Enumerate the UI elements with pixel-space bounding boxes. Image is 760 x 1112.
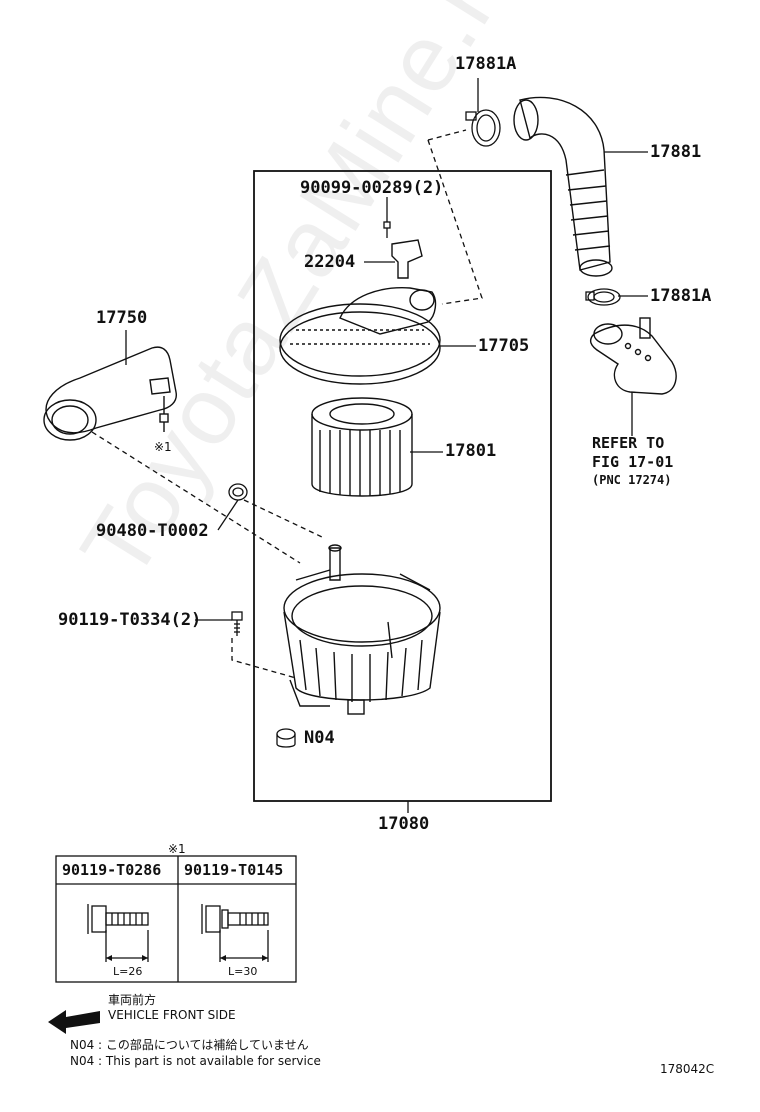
bolt-T0145-drawing bbox=[201, 904, 269, 962]
bolt-90119-T0334 bbox=[231, 611, 243, 636]
intake-duct-17750 bbox=[43, 346, 177, 441]
callout-17881A-bottom: 17881A bbox=[650, 286, 712, 306]
clamp-17881A-top bbox=[465, 109, 501, 147]
vehicle-front-arrow bbox=[48, 1010, 100, 1034]
callout-90119: 90119-T0334(2) bbox=[58, 610, 202, 630]
direction-en: VEHICLE FRONT SIDE bbox=[108, 1008, 236, 1022]
callout-22204: 22204 bbox=[304, 252, 356, 272]
callout-17705: 17705 bbox=[478, 336, 530, 356]
bolt-length-2: L=30 bbox=[228, 965, 258, 978]
assembly-frame bbox=[253, 170, 552, 802]
callout-17881A-top: 17881A bbox=[455, 54, 517, 74]
refer-line-3: (PNC 17274) bbox=[592, 473, 672, 487]
callout-90480: 90480-T0002 bbox=[96, 521, 209, 541]
screw-90099 bbox=[383, 221, 391, 238]
callout-17881: 17881 bbox=[650, 142, 702, 162]
bolt-table-col2-header: 90119-T0145 bbox=[184, 861, 284, 879]
grommet-90480 bbox=[228, 483, 248, 501]
bolt-table-mark: ※1 bbox=[168, 842, 186, 856]
clamp-17881A-bottom bbox=[585, 288, 621, 306]
ref-mark-1: ※1 bbox=[154, 440, 172, 454]
bolt-T0286-drawing bbox=[87, 904, 149, 962]
callout-17080: 17080 bbox=[378, 814, 430, 834]
bolt-table-lines bbox=[55, 855, 297, 983]
callout-17801: 17801 bbox=[445, 441, 497, 461]
direction-jp: 車両前方 bbox=[108, 993, 157, 1007]
note-jp: N04 : この部品については補給していません bbox=[70, 1038, 309, 1052]
callout-17750: 17750 bbox=[96, 308, 148, 328]
hose-17881 bbox=[513, 96, 613, 277]
callout-90099: 90099-00289(2) bbox=[300, 178, 444, 198]
plug-N04 bbox=[276, 728, 296, 748]
sensor-22204 bbox=[391, 239, 423, 279]
bolt-length-1: L=26 bbox=[113, 965, 143, 978]
air-cleaner-case bbox=[283, 544, 441, 715]
figure-code: 178042C bbox=[660, 1062, 715, 1076]
callout-N04: N04 bbox=[304, 728, 335, 748]
filter-element-17801 bbox=[311, 397, 413, 497]
elbow-pipe-17274 bbox=[589, 317, 677, 395]
cap-17705 bbox=[279, 287, 441, 385]
refer-line-2: FIG 17-01 bbox=[592, 453, 674, 471]
refer-line-1: REFER TO bbox=[592, 434, 665, 452]
note-en: N04 : This part is not available for ser… bbox=[70, 1054, 321, 1068]
bolt-table-col1-header: 90119-T0286 bbox=[62, 861, 162, 879]
